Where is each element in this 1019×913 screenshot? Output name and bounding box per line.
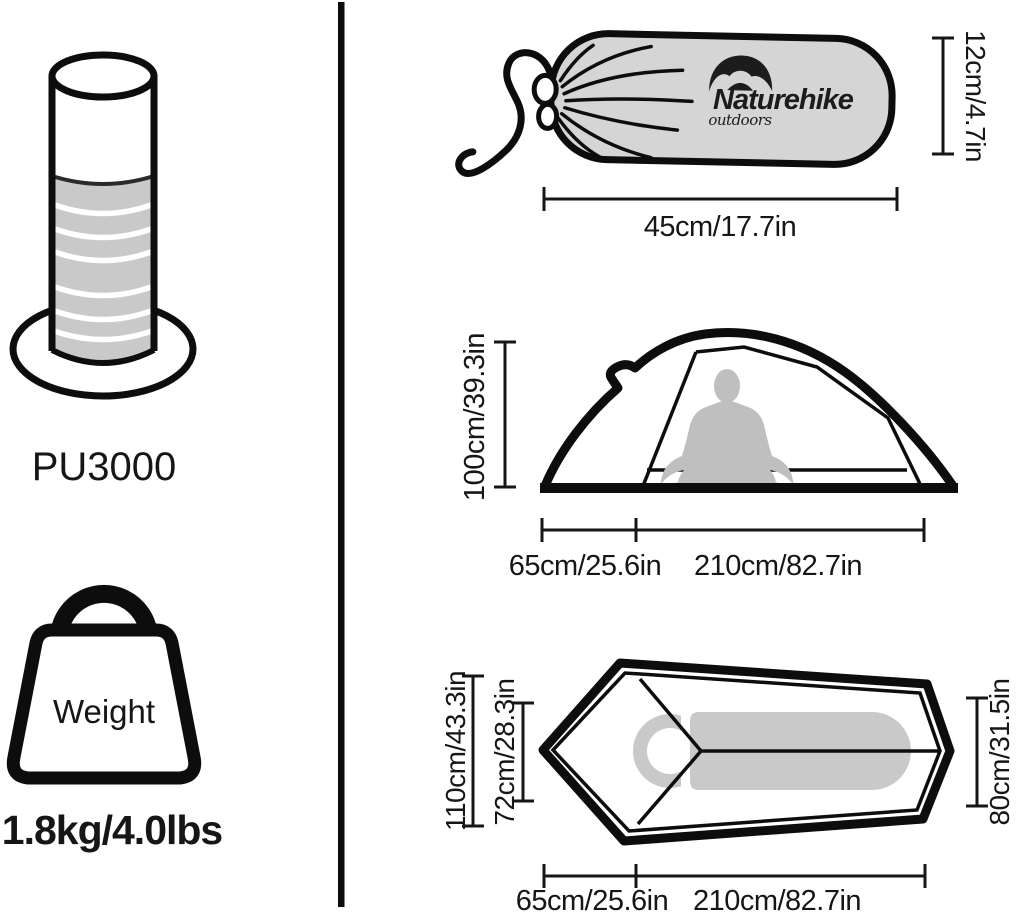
topview-foot-width-dimension [966,696,988,808]
topview-length-dimension [542,864,927,888]
side-vestibule-label: 65cm/25.6in [508,550,662,582]
water-column-icon [9,51,197,400]
bag-length-dimension [542,187,899,211]
stuff-sack-illustration [455,30,896,177]
topview-outer-width-label: 110cm/43.3in [440,670,471,832]
side-height-label: 100cm/39.3in [459,332,491,502]
weight-value-label: 1.8kg/4.0lbs [1,807,223,853]
brand-name-label: Naturehike [713,84,854,116]
topview-length-label: 210cm/82.7in [692,885,862,913]
waterproof-rating-label: PU3000 [31,445,177,489]
brand-tagline-label: outdoors [708,111,772,129]
drawstring-cord [455,49,554,177]
drawstring-knot [531,72,559,106]
topview-vestibule-label: 65cm/25.6in [515,885,669,913]
side-height-dimension [494,340,516,489]
brand-mountain-icon [709,55,773,92]
topview-outer-width-dimension [462,674,484,828]
bag-length-label: 45cm/17.7in [643,211,797,243]
bag-height-label: 12cm/4.7in [960,30,991,162]
fabric-creases [556,43,694,162]
weight-icon [6,584,202,785]
topview-inner-width-dimension [512,701,534,803]
tent-outer-shell [540,328,957,489]
topview-inner-width-label: 72cm/28.3in [489,678,520,826]
tent-side-view [540,328,958,493]
vertical-divider [338,2,345,907]
weight-icon-label: Weight [52,693,156,730]
side-length-label: 210cm/82.7in [693,550,863,582]
tent-top-view [538,658,955,846]
side-length-dimension [540,518,926,542]
topview-foot-width-label: 80cm/31.5in [984,678,1015,826]
meditating-person-silhouette [660,369,794,491]
bag-height-dimension [932,36,954,156]
